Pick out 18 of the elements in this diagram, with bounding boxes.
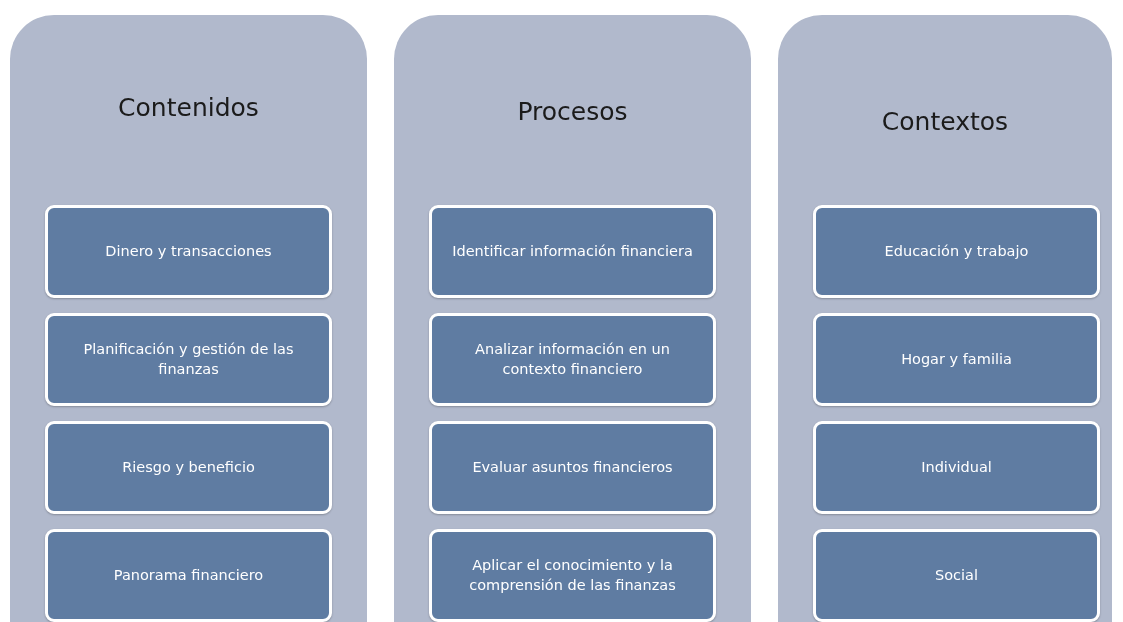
panel-title: Procesos bbox=[516, 97, 629, 126]
item-box: Dinero y transacciones bbox=[45, 205, 332, 298]
category-panel bbox=[778, 15, 1112, 622]
item-box: Identificar información financiera bbox=[429, 205, 716, 298]
item-box: Educación y trabajo bbox=[813, 205, 1100, 298]
panel-title: Contenidos bbox=[117, 93, 260, 122]
item-box: Hogar y familia bbox=[813, 313, 1100, 406]
item-box: Analizar información en un contexto financiero bbox=[429, 313, 716, 406]
item-box: Planificación y gestión de las finanzas bbox=[45, 313, 332, 406]
item-box: Social bbox=[813, 529, 1100, 622]
category-panel bbox=[394, 15, 751, 622]
item-box: Evaluar asuntos financieros bbox=[429, 421, 716, 514]
item-box: Aplicar el conocimiento y la comprensión de las finanzas bbox=[429, 529, 716, 622]
panel-title: Contextos bbox=[880, 107, 1010, 136]
item-box: Riesgo y beneficio bbox=[45, 421, 332, 514]
category-panel bbox=[10, 15, 367, 622]
item-box: Individual bbox=[813, 421, 1100, 514]
item-box: Panorama financiero bbox=[45, 529, 332, 622]
